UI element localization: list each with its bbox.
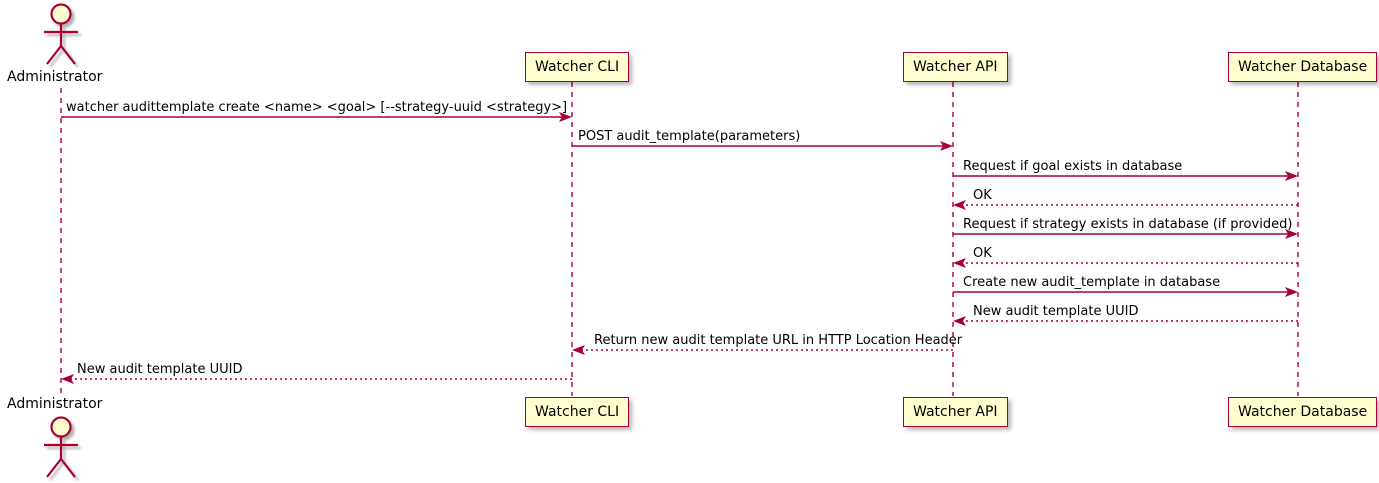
message-label-8: New audit template UUID: [973, 304, 1139, 319]
message-label-9: Return new audit template URL in HTTP Lo…: [594, 333, 963, 348]
message-arrow-7: [953, 287, 1298, 297]
lifelines: [60, 82, 1299, 396]
actor-administrator-top: [44, 3, 78, 65]
message-label-6: OK: [973, 246, 992, 261]
actor-administrator-bottom: [44, 416, 78, 478]
message-label-10: New audit template UUID: [77, 362, 243, 377]
participant-box-watcher-database-bottom[interactable]: Watcher Database: [1228, 397, 1378, 427]
participant-label: Watcher Database: [1238, 59, 1368, 75]
message-arrow-5: [953, 229, 1298, 239]
message-label-7: Create new audit_template in database: [963, 275, 1221, 290]
message-label-4: OK: [973, 188, 992, 203]
participant-box-watcher-database-top[interactable]: Watcher Database: [1228, 52, 1378, 82]
participant-box-watcher-api-top[interactable]: Watcher API: [903, 52, 1008, 82]
message-arrow-2: [572, 141, 953, 151]
message-arrow-9: [572, 345, 953, 355]
participant-box-watcher-cli-bottom[interactable]: Watcher CLI: [525, 397, 630, 427]
participant-label: Watcher CLI: [535, 404, 620, 420]
message-label-1: watcher audittemplate create <name> <goa…: [66, 100, 568, 115]
actor-label-administrator-top: Administrator: [7, 69, 103, 85]
participant-label: Watcher API: [913, 59, 998, 75]
message-label-3: Request if goal exists in database: [963, 159, 1183, 174]
participant-label: Watcher CLI: [535, 59, 620, 75]
message-arrow-3: [953, 171, 1298, 181]
participant-label: Watcher API: [913, 404, 998, 420]
participant-box-watcher-cli-top[interactable]: Watcher CLI: [525, 52, 630, 82]
message-arrow-8: [953, 316, 1298, 326]
message-label-2: POST audit_template(parameters): [578, 129, 801, 144]
message-arrow-4: [953, 200, 1298, 210]
message-label-5: Request if strategy exists in database (…: [963, 217, 1293, 232]
participant-label: Watcher Database: [1238, 404, 1368, 420]
actor-label-administrator-bottom: Administrator: [7, 396, 103, 412]
message-arrow-1: [61, 112, 572, 122]
message-arrows: [61, 112, 1298, 384]
participant-box-watcher-api-bottom[interactable]: Watcher API: [903, 397, 1008, 427]
message-arrow-6: [953, 258, 1298, 268]
message-arrow-10: [61, 374, 572, 384]
